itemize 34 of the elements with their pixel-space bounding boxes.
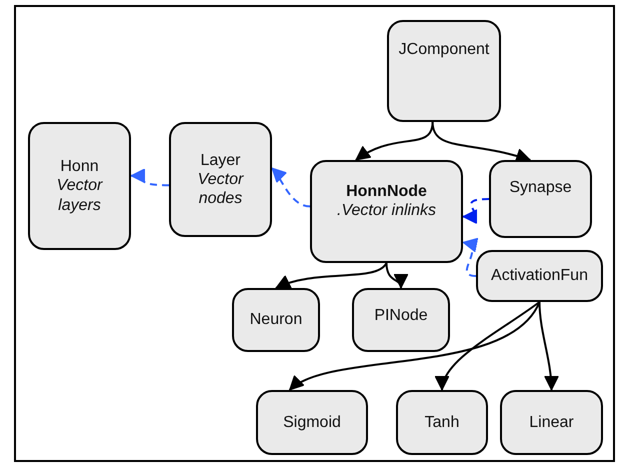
- arrow: [538, 302, 559, 390]
- arrow: [289, 301, 540, 391]
- class-name: JComponent: [398, 40, 490, 60]
- class-box: [396, 390, 488, 455]
- field-label: Vector nodes: [196, 170, 245, 208]
- class-box: [28, 122, 131, 250]
- class-box: [169, 122, 272, 237]
- class-box: [256, 390, 368, 455]
- field-label: Vector layers: [56, 176, 104, 215]
- arrow: [386, 262, 407, 288]
- class-box: [310, 160, 463, 263]
- dashed-arrow: [462, 240, 479, 277]
- arrow: [436, 301, 540, 390]
- class-box: [489, 160, 592, 238]
- class-name: Layer: [200, 150, 241, 170]
- class-box: [476, 250, 603, 302]
- field-label: .Vector inlinks: [337, 201, 436, 220]
- arrow: [276, 262, 388, 290]
- class-name: PINode: [374, 306, 428, 326]
- class-box: [387, 20, 501, 122]
- dashed-arrow: [271, 167, 310, 208]
- class-name: Neuron: [250, 310, 302, 330]
- dashed-arrow: [462, 198, 490, 224]
- class-box: [232, 288, 320, 352]
- class-box: [352, 288, 450, 352]
- class-name: Linear: [529, 412, 574, 432]
- class-name: Tanh: [424, 412, 460, 432]
- dashed-arrow: [130, 168, 170, 186]
- class-name: ActivationFun: [491, 266, 588, 286]
- class-name: Honn: [60, 157, 99, 176]
- class-name: Sigmoid: [283, 412, 341, 432]
- class-box: [500, 390, 603, 455]
- class-name: HonnNode: [346, 182, 427, 202]
- class-name: Synapse: [509, 178, 572, 198]
